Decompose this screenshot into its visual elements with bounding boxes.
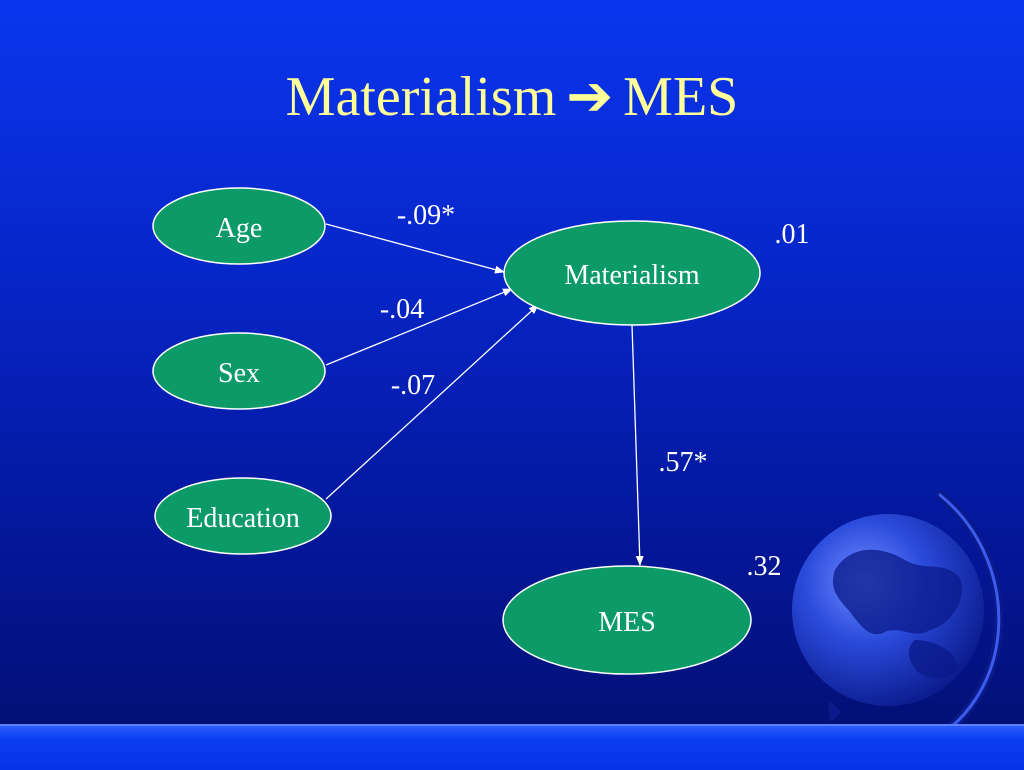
edge-age-materialism <box>325 223 505 274</box>
node-education: Education <box>154 477 332 555</box>
coef-education-materialism: -.07 <box>391 370 435 401</box>
coef-materialism-mes: .57* <box>659 447 708 478</box>
node-mes-label: MES <box>598 607 656 638</box>
node-sex-label: Sex <box>218 358 260 389</box>
node-materialism-label: Materialism <box>564 260 700 291</box>
title-right: MES <box>623 66 739 128</box>
edge-materialism-mes <box>631 324 644 566</box>
node-age-label: Age <box>216 213 263 244</box>
node-sex: Sex <box>152 332 326 410</box>
node-age: Age <box>152 187 326 265</box>
slide-title: Materialism➔MES <box>0 62 1024 132</box>
bottom-bar <box>0 724 1024 770</box>
edge-sex-materialism <box>325 288 513 366</box>
globe-icon <box>792 490 1004 747</box>
coef-age-materialism: -.09* <box>397 200 455 231</box>
coef-sex-materialism: -.04 <box>380 294 424 325</box>
r-squared-materialism: .01 <box>775 219 810 250</box>
node-mes: MES <box>502 565 752 675</box>
right-arrow-icon: ➔ <box>566 66 614 128</box>
node-education-label: Education <box>186 503 300 534</box>
edge-education-materialism <box>325 304 539 500</box>
r-squared-mes: .32 <box>747 551 782 582</box>
node-materialism: Materialism <box>503 220 761 326</box>
title-left: Materialism <box>285 66 557 128</box>
